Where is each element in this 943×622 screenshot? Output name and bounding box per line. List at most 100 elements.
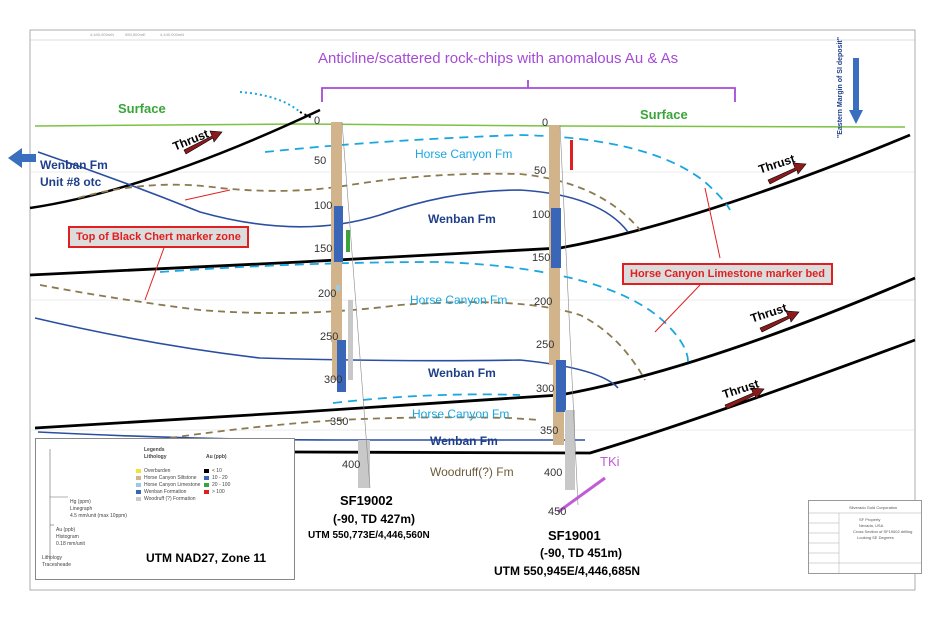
wenban-label-2: Wenban Fm: [428, 366, 496, 380]
legend-swatch-hc-siltstone: [136, 476, 141, 480]
black-chert-2: [39, 284, 646, 381]
horse-canyon-label-2: Horse Canyon Fm: [410, 293, 508, 307]
legend-scale-2: 4.5 mm/unit (max 10ppm): [70, 513, 127, 519]
legend-swatch-wenban: [136, 490, 141, 494]
legend-scale-7: Tracesheade: [42, 562, 71, 568]
wenban-label-1: Wenban Fm: [428, 212, 496, 226]
legend-swatch-au-3: [204, 490, 209, 494]
wenban-contact-2: [34, 317, 619, 389]
topo-dotted-right: [299, 111, 313, 119]
horse-canyon-label-3: Horse Canyon Fm: [412, 407, 510, 421]
legend-swatch-au-2: [204, 483, 209, 487]
title-block-4: Looking SE Degrees: [857, 535, 894, 540]
wenban-arrow-label-2: Unit #8 otc: [40, 175, 102, 189]
legend-swatch-overburden: [136, 469, 141, 473]
legend-scale-6: Lithology: [42, 555, 63, 561]
depth-right-450: 450: [548, 506, 567, 518]
legend-lithology-title: Lithology: [144, 454, 167, 460]
thrust-fault-3: [34, 276, 916, 430]
depth-right-350: 350: [540, 425, 559, 437]
anticline-bracket: [321, 87, 736, 102]
wenban-label-3: Wenban Fm: [430, 434, 498, 448]
surface-line: [34, 123, 906, 128]
surface-label-left: Surface: [118, 101, 166, 116]
depth-left-400: 400: [342, 459, 361, 471]
thrust-fault-1: [29, 108, 321, 210]
legend-litho-3: Wenban Formation: [144, 489, 187, 495]
legend-litho-0: Overburden: [144, 468, 171, 474]
anticline-banner: Anticline/scattered rock-chips with anom…: [318, 50, 679, 67]
legend-au-title: Au (ppb): [206, 454, 227, 460]
wenban-arrow-label-1: Wenban Fm: [40, 158, 108, 172]
horse-canyon-label-1: Horse Canyon Fm: [415, 147, 513, 161]
hole-right-utm: UTM 550,945E/4,446,685N: [494, 564, 641, 578]
legend-scale-lines: [49, 449, 68, 561]
marker-pointer-hc-2: [654, 284, 701, 333]
thrust-arrow-3: [759, 310, 800, 333]
drillhole-sf19001: [549, 124, 579, 506]
legend-au-1: 10 - 20: [212, 475, 228, 481]
eastern-margin-label: "Eastern Margin of SI deposit": [837, 36, 845, 139]
hole-left-detail: (-90, TD 427m): [333, 512, 416, 526]
thrust-arrow-4: [724, 387, 765, 410]
black-chert-3: [169, 416, 541, 439]
legend-litho-1: Horse Canyon Siltstone: [144, 475, 197, 481]
legend-scale-0: Hg (ppm): [70, 499, 91, 505]
title-block-2: Nevada, USA: [859, 523, 884, 528]
depth-right-50: 50: [534, 165, 547, 177]
depth-left-0: 0: [314, 115, 321, 127]
legend-scale-4: Histogram: [56, 534, 79, 540]
depth-left-50: 50: [314, 155, 327, 167]
thrust-fault-2: [29, 133, 911, 277]
legend-swatch-woodruff: [136, 497, 141, 501]
depth-right-0: 0: [542, 117, 549, 129]
title-block-grid: [809, 512, 921, 573]
legend-scale-3: Au (ppb): [56, 527, 76, 533]
depth-right-400: 400: [544, 467, 563, 479]
legend-legends-title: Legends: [144, 447, 165, 453]
drillhole-sf19002: [331, 121, 371, 489]
title-block-0: Silverado Gold Corporation: [849, 505, 898, 510]
legend-utm-zone: UTM NAD27, Zone 11: [146, 551, 267, 565]
depth-right-200: 200: [534, 296, 553, 308]
thrust-arrow-2: [767, 162, 807, 185]
legend-panel: Legends Lithology Au (ppb) Overburden Ho…: [35, 438, 295, 580]
eastern-margin-arrow: [849, 58, 863, 124]
depth-right-150: 150: [532, 252, 551, 264]
hole-left-utm: UTM 550,773E/4,446,560N: [308, 530, 430, 541]
top-tick-labels: 4,440,000mN 550,500mE 4,440,000mN: [90, 32, 185, 37]
legend-litho-4: Woodruff (?) Formation: [144, 496, 196, 502]
hole-left-id: SF19002: [340, 493, 393, 508]
title-block-1: SF Property: [859, 517, 881, 522]
title-block: Silverado Gold Corporation SF Property N…: [808, 500, 922, 574]
marker-pointer-chert-1: [184, 189, 231, 201]
title-block-3: Cross Section of SF19002 drilling: [853, 529, 913, 534]
legend-swatch-au-1: [204, 476, 209, 480]
depth-left-100: 100: [314, 200, 333, 212]
topo-dotted-left: [239, 91, 301, 113]
legend-scale-1: Linegraph: [70, 506, 93, 512]
hole-right-detail: (-90, TD 451m): [540, 546, 623, 560]
black-chert-marker-box: Top of Black Chert marker zone: [68, 226, 249, 248]
thrust-fault-4: [294, 338, 916, 455]
legend-au-2: 20 - 100: [212, 482, 231, 488]
legend-au-0: < 10: [212, 468, 222, 474]
grid: [30, 171, 915, 431]
hc-limestone-1: [264, 134, 731, 211]
section-frame: [29, 29, 916, 591]
hole-right-id: SF19001: [548, 528, 601, 543]
depth-right-300: 300: [536, 383, 555, 395]
legend-au-3: > 100: [212, 489, 225, 495]
depth-left-200: 200: [318, 288, 337, 300]
tki-label: TKi: [600, 454, 620, 469]
woodruff-label: Woodruff(?) Fm: [430, 465, 514, 479]
thrust-arrow-1: [183, 130, 223, 155]
depth-right-100: 100: [532, 209, 551, 221]
depth-left-150: 150: [314, 243, 333, 255]
legend-swatch-hc-limestone: [136, 483, 141, 487]
marker-pointer-chert-2: [144, 244, 166, 301]
depth-left-250: 250: [320, 331, 339, 343]
legend-scale-5: 0.18 mm/unit: [56, 541, 85, 547]
hc-limestone-3: [332, 393, 521, 404]
